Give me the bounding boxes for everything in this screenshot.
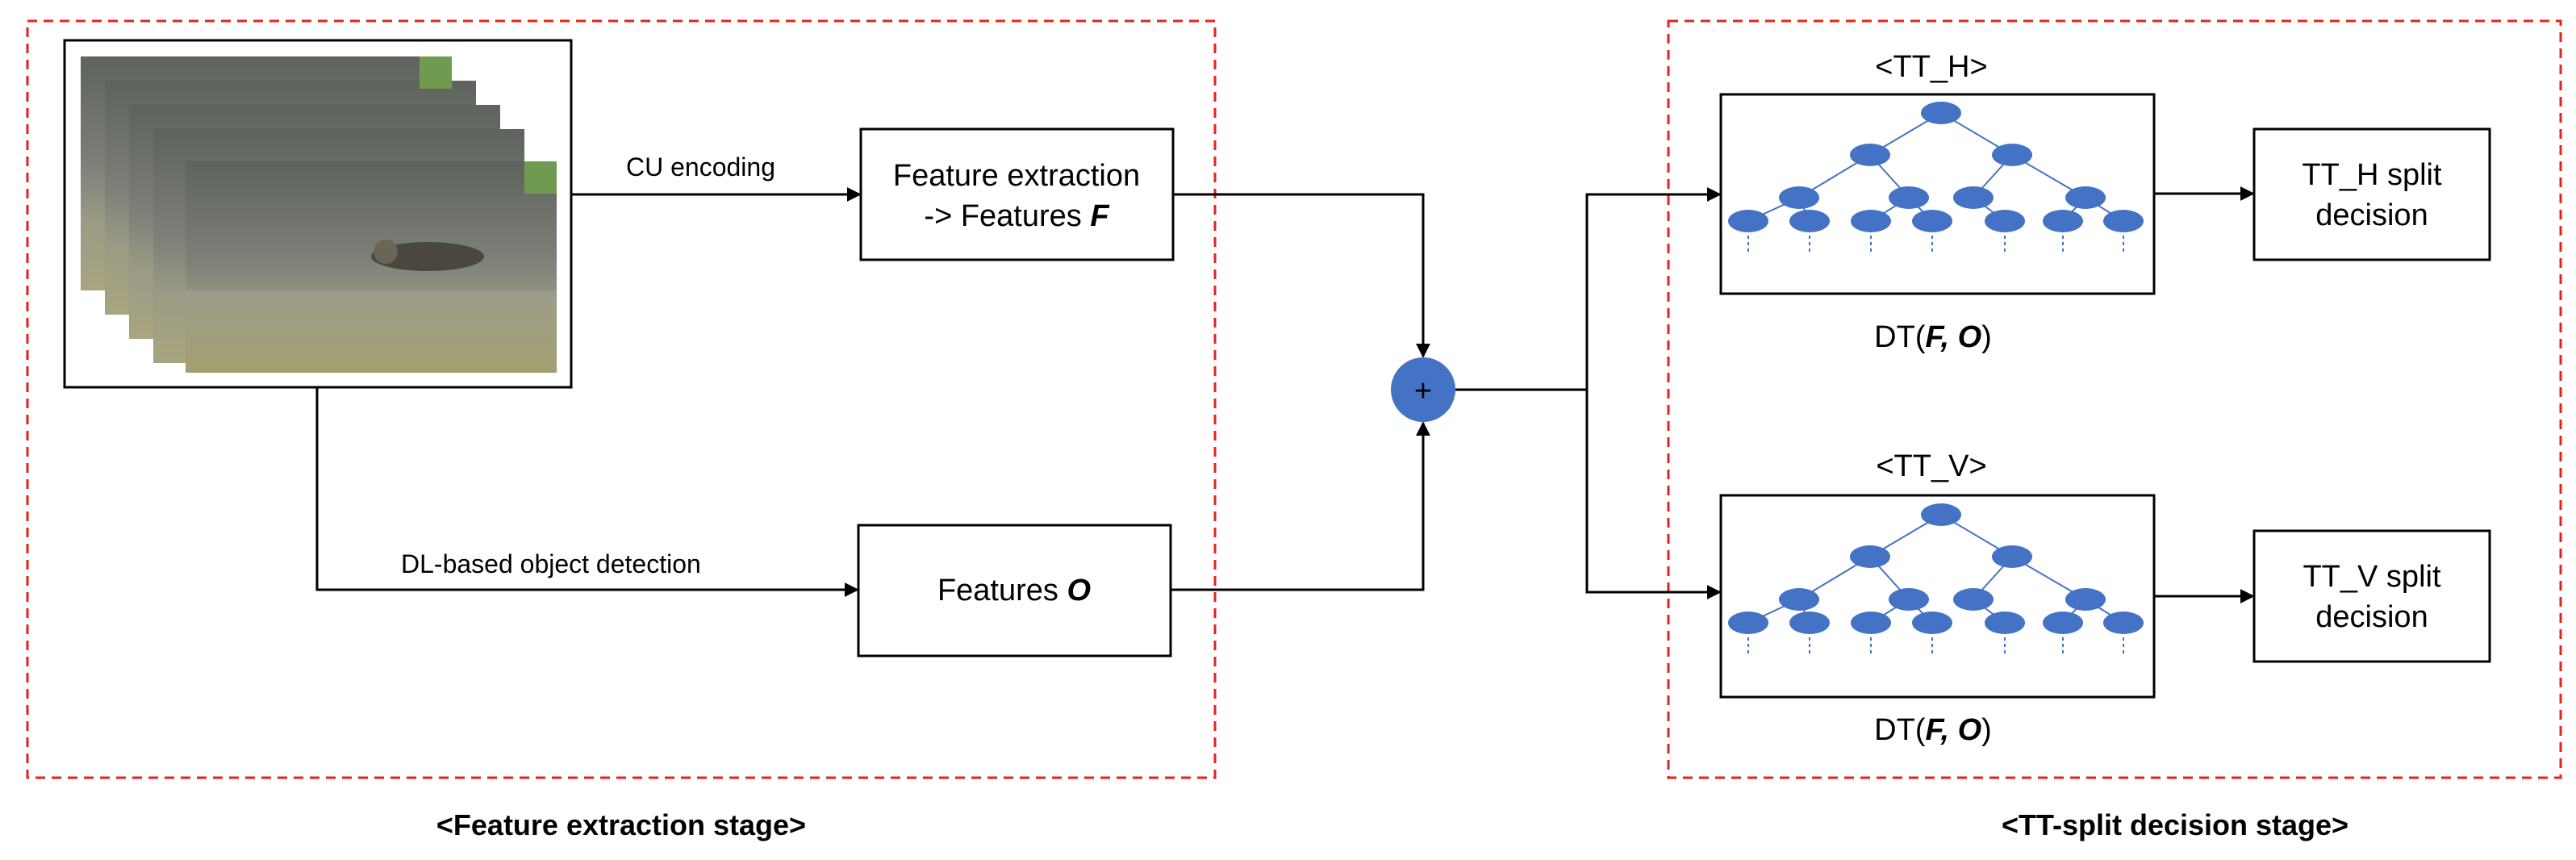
tt-h-split-decision-box <box>2252 127 2491 261</box>
feature-extraction-box <box>859 127 1175 261</box>
tt-v-caption: DT(F, O) <box>1874 713 1992 747</box>
feature-extraction-stage-label: <Feature extraction stage> <box>436 808 806 841</box>
tt-h-caption: DT(F, O) <box>1874 320 1992 354</box>
to-tt-h-tree-arrow <box>1585 187 1722 390</box>
feature-extraction-stage-border <box>26 19 1217 779</box>
tree-node <box>1779 588 1819 611</box>
tree-node <box>2103 210 2144 232</box>
tree-node <box>1789 612 1830 634</box>
object-detection-label: DL-based object detection <box>401 549 701 578</box>
cu-encoding-label: CU encoding <box>626 152 775 182</box>
tree-node <box>1921 102 1961 124</box>
tt-v-split-decision-box <box>2252 529 2491 663</box>
object-detection-arrow <box>315 387 859 597</box>
tree-node <box>1953 588 1994 611</box>
features-o-to-combiner-arrow <box>1171 421 1430 591</box>
dog-figure <box>371 242 484 271</box>
tree-node <box>1985 210 2025 232</box>
tt-v-decision-tree <box>1728 503 2144 657</box>
tt-v-decision-label-2: decision <box>2315 600 2428 634</box>
tree-node <box>1851 210 1891 232</box>
combiner-node <box>1391 357 1455 422</box>
tree-node <box>1889 186 1929 209</box>
tt-h-title: <TT_H> <box>1875 50 1987 84</box>
tree-node <box>1985 612 2025 634</box>
tree-node <box>1921 503 1961 526</box>
tree-node <box>2065 588 2106 611</box>
tree-node <box>1850 144 1890 166</box>
tree-node <box>1728 612 1768 634</box>
features-f-to-combiner-arrow <box>1173 193 1430 358</box>
feature-extraction-label: Feature extraction <box>893 159 1140 193</box>
tree-node <box>1953 186 1994 209</box>
features-o-label: Features O <box>937 574 1091 607</box>
tt-h-decision-tree <box>1728 102 2144 255</box>
video-frames-image <box>63 39 573 389</box>
tree-node <box>1789 210 1830 232</box>
tree-node <box>2103 612 2144 634</box>
tree-node <box>2065 186 2106 209</box>
combiner-symbol: + <box>1414 374 1432 408</box>
tree-node <box>2043 210 2083 232</box>
tree-node <box>1992 144 2032 166</box>
tree-node <box>1912 210 1952 232</box>
tree-node <box>2043 612 2083 634</box>
to-tt-v-tree-arrow <box>1585 390 1722 599</box>
features-o-box <box>857 524 1172 658</box>
features-f-label: -> Features F <box>924 199 1110 233</box>
tt-h-decision-label-2: decision <box>2315 198 2428 232</box>
tree-node <box>1851 612 1891 634</box>
tree-node <box>1992 545 2032 568</box>
tt-v-title: <TT_V> <box>1876 449 1986 483</box>
tt-split-decision-stage-label: <TT-split decision stage> <box>2002 808 2348 841</box>
tree-node <box>1889 588 1929 611</box>
tt-v-decision-label-1: TT_V split <box>2303 560 2440 594</box>
tree-node <box>1779 186 1819 209</box>
tree-node <box>1912 612 1952 634</box>
tree-node <box>1728 210 1768 232</box>
tree-node <box>1850 545 1890 568</box>
tt-h-decision-label-1: TT_H split <box>2302 158 2442 192</box>
